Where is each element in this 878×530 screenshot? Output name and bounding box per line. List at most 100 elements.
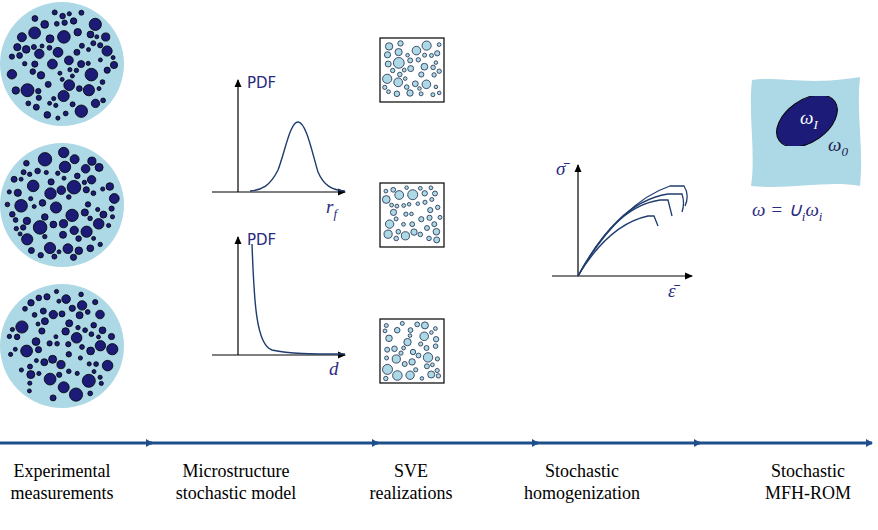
axis-label: PDF: [247, 74, 276, 92]
particle: [71, 333, 82, 344]
particle: [435, 51, 440, 56]
particle: [95, 341, 105, 351]
particle: [67, 369, 72, 374]
particle: [67, 195, 72, 200]
particle: [424, 346, 429, 351]
particle: [391, 68, 395, 72]
particle: [60, 231, 67, 238]
particle: [76, 236, 82, 242]
particle: [81, 226, 92, 237]
particle: [75, 173, 81, 179]
particle: [408, 66, 414, 72]
particle: [54, 103, 58, 107]
particle: [435, 357, 439, 361]
particle: [36, 88, 41, 93]
particle: [28, 172, 32, 176]
particle: [27, 180, 39, 192]
particle: [408, 58, 413, 63]
particle: [59, 147, 69, 157]
particle: [99, 327, 106, 334]
particle: [109, 194, 119, 204]
particle: [110, 61, 117, 68]
particle: [433, 228, 440, 235]
axis-label: d: [329, 358, 339, 380]
particle: [410, 222, 415, 227]
particle: [433, 344, 438, 349]
particle: [109, 206, 114, 211]
particle: [10, 212, 16, 218]
particle: [394, 91, 400, 97]
particle: [48, 101, 52, 105]
particle: [436, 374, 440, 378]
particle: [406, 53, 410, 57]
stress-strain-curves: [578, 186, 687, 276]
particle: [102, 46, 112, 56]
particle: [14, 334, 20, 340]
particle: [86, 61, 90, 65]
particle: [14, 189, 21, 196]
domain-label: ωI: [800, 107, 818, 133]
particle: [54, 335, 58, 339]
particle: [392, 346, 398, 352]
particle: [394, 236, 399, 241]
particle: [87, 245, 94, 252]
stage-label: Microstructure stochastic model: [170, 460, 302, 504]
particle: [87, 48, 91, 52]
particle: [35, 168, 41, 174]
particle: [399, 351, 403, 355]
subscript: I: [814, 117, 818, 132]
particle: [76, 312, 83, 319]
particle: [433, 191, 438, 196]
particle: [36, 295, 42, 301]
particle: [27, 389, 31, 393]
particle: [419, 92, 423, 96]
particle: [67, 180, 81, 194]
particle: [410, 212, 414, 216]
particle: [101, 98, 106, 103]
particle: [432, 73, 436, 77]
subscript: f: [333, 206, 337, 221]
particle: [44, 373, 56, 385]
particle: [32, 61, 38, 67]
particle: [98, 58, 102, 62]
particle: [52, 97, 56, 101]
particle: [28, 364, 33, 369]
particle: [421, 63, 428, 70]
particle: [60, 77, 64, 81]
particle: [100, 80, 105, 85]
particle: [80, 345, 85, 350]
particle: [68, 68, 72, 72]
particle: [70, 155, 79, 164]
particle: [423, 200, 427, 204]
particle: [83, 187, 89, 193]
particle: [91, 41, 96, 46]
particle: [77, 301, 86, 310]
particle: [30, 69, 36, 75]
particle: [59, 161, 70, 172]
particle: [387, 90, 391, 94]
particle: [96, 207, 100, 211]
particle: [422, 191, 427, 196]
particle: [436, 205, 440, 209]
particle: [102, 360, 113, 371]
particle: [14, 226, 18, 230]
particle: [383, 85, 387, 89]
particle: [384, 324, 388, 328]
particle: [49, 310, 57, 318]
particle: [78, 61, 85, 68]
axis-label: PDF: [247, 231, 276, 249]
particle: [419, 342, 423, 346]
particle: [85, 68, 98, 81]
particle: [108, 333, 114, 339]
particle: [416, 58, 420, 62]
particle: [35, 347, 41, 353]
axis-label: ω = ∪iωi: [752, 198, 822, 225]
particle: [65, 56, 74, 65]
particle: [83, 85, 94, 96]
particle: [9, 352, 13, 356]
particle: [28, 300, 34, 306]
particle: [403, 77, 407, 81]
particle: [416, 202, 420, 206]
math-symbol: ω: [828, 134, 841, 155]
particle: [70, 74, 74, 78]
